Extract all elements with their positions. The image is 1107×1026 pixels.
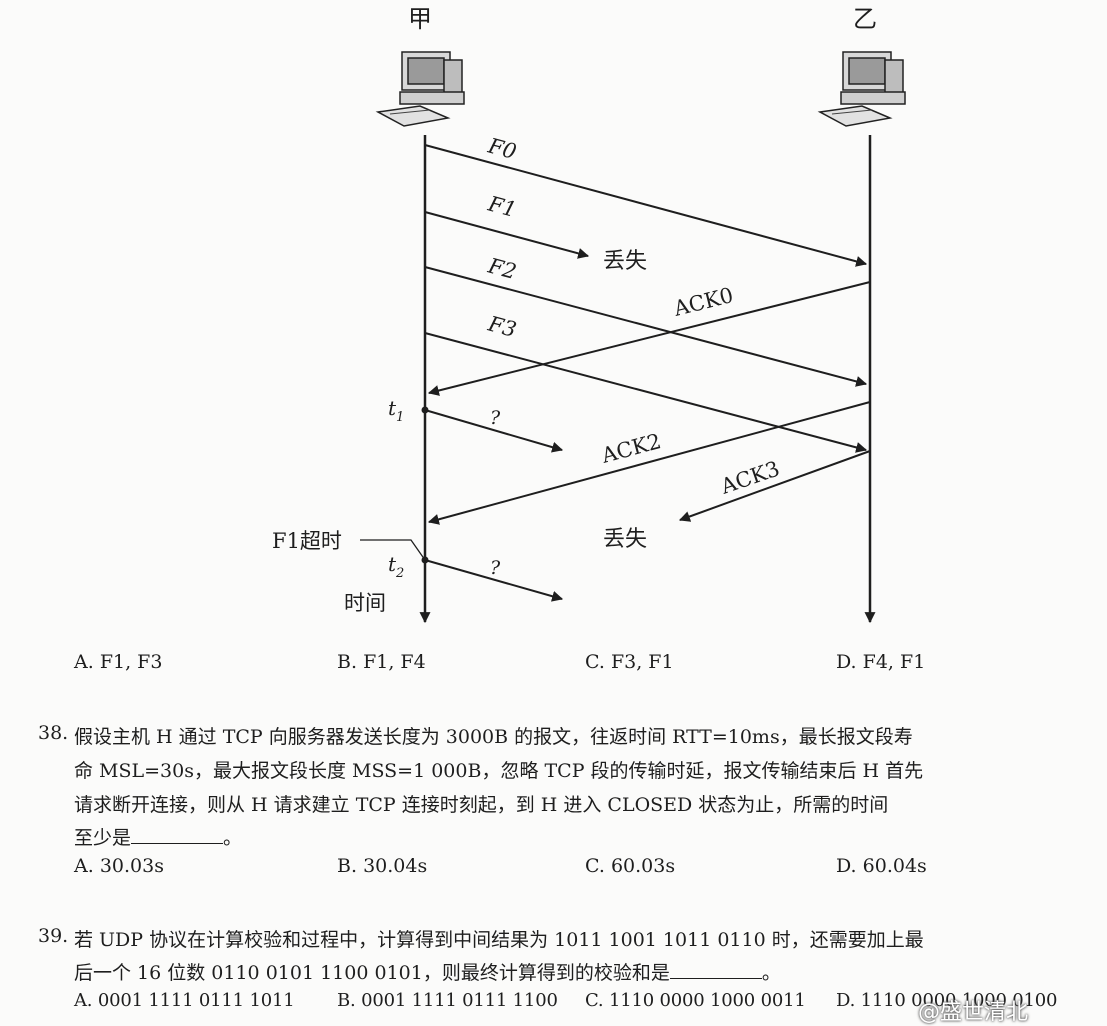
- arrow-f0: [424, 144, 868, 267]
- lost-label-1: 丢失: [603, 249, 647, 274]
- t1-point: [421, 406, 429, 414]
- q38-line-4: 至少是。: [74, 827, 243, 849]
- lost-label-2: 丢失: [603, 527, 647, 552]
- q38-line-2: 命 MSL=30s，最大报文段长度 MSS=1 000B，忽略 TCP 段的传输…: [74, 760, 924, 782]
- q39-line-2: 后一个 16 位数 0110 0101 1100 0101，则最终计算得到的校验…: [74, 962, 781, 984]
- label-f3: F3: [485, 311, 519, 342]
- q38-line-1: 假设主机 H 通过 TCP 向服务器发送长度为 3000B 的报文，往返时间 R…: [74, 726, 913, 748]
- q38-option-d[interactable]: D. 60.04s: [836, 855, 927, 877]
- host-b-label: 乙: [853, 5, 877, 33]
- unknown-label-t1: ?: [490, 407, 501, 429]
- label-f1: F1: [485, 191, 519, 222]
- q39-answer-blank[interactable]: [669, 964, 762, 979]
- arrow-ack3: [678, 450, 871, 522]
- q37-option-c[interactable]: C. F3, F1: [585, 651, 674, 673]
- arrow-ack2: [427, 401, 871, 525]
- label-f2: F2: [485, 253, 519, 284]
- arrow-ack0: [427, 281, 871, 396]
- computer-icon-host-b: [817, 51, 906, 127]
- arrow-f2: [424, 266, 868, 387]
- q37-option-b[interactable]: B. F1, F4: [337, 651, 426, 673]
- label-ack3: ACK3: [717, 456, 783, 499]
- arrow-f3: [424, 332, 868, 453]
- t2-point: [421, 556, 429, 564]
- arrow-unknown-t2: [424, 559, 564, 602]
- q38-answer-blank[interactable]: [131, 829, 224, 844]
- label-ack2: ACK2: [598, 429, 663, 468]
- timeout-label: F1超时: [272, 529, 342, 553]
- q39-option-b[interactable]: B. 0001 1111 0111 1100: [337, 990, 558, 1011]
- q39-option-d[interactable]: D. 1110 0000 1000 0100: [836, 990, 1058, 1011]
- q37-option-d[interactable]: D. F4, F1: [836, 651, 926, 673]
- arrow-unknown-t1: [424, 409, 564, 453]
- q38-number: 38.: [38, 722, 69, 744]
- label-ack0: ACK0: [670, 283, 735, 321]
- q39-line-1: 若 UDP 协议在计算校验和过程中，计算得到中间结果为 1011 1001 10…: [74, 929, 924, 951]
- q39-option-c[interactable]: C. 1110 0000 1000 0011: [585, 990, 806, 1011]
- watermark: @盛世清北: [918, 1000, 1029, 1025]
- q38-option-a[interactable]: A. 30.03s: [74, 855, 164, 877]
- q38-option-c[interactable]: C. 60.03s: [585, 855, 676, 877]
- computer-icon-host-a: [375, 51, 465, 127]
- time-axis-label: 时间: [344, 591, 386, 615]
- arrow-f1: [424, 211, 590, 259]
- host-a-label: 甲: [408, 5, 432, 33]
- q39-number: 39.: [38, 925, 69, 947]
- q39-option-a[interactable]: A. 0001 1111 0111 1011: [74, 990, 295, 1011]
- t2-label: t2: [388, 552, 404, 581]
- q38-line-3: 请求断开连接，则从 H 请求建立 TCP 连接时刻起，到 H 进入 CLOSED…: [74, 794, 889, 816]
- label-f0: F0: [485, 133, 519, 164]
- unknown-label-t2: ?: [490, 557, 501, 579]
- q37-option-a[interactable]: A. F1, F3: [74, 651, 163, 673]
- t1-label: t1: [388, 396, 404, 425]
- timeout-leader-line: [360, 539, 426, 561]
- tcp-sequence-diagram: 甲 乙 F0 F1 F2 F3: [272, 5, 906, 624]
- q38-option-b[interactable]: B. 30.04s: [337, 855, 428, 877]
